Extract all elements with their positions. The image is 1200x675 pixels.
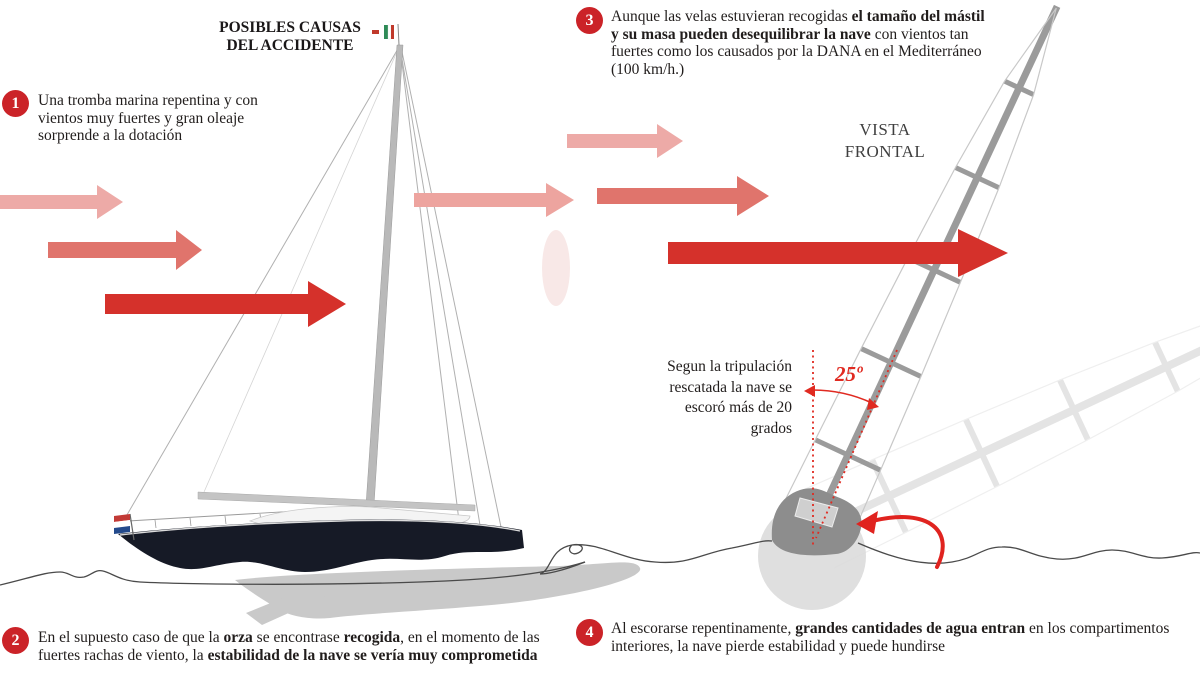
backstay-3 (400, 46, 507, 552)
wind-arrow-6 (597, 176, 769, 216)
heel-note-line-3: escoró más de 20 (684, 399, 792, 416)
heel-angle-label: 25º (835, 362, 863, 386)
title-line-1: POSIBLES CAUSAS (219, 19, 361, 36)
water-entry-arrow (856, 511, 945, 569)
vista-line-2: FRONTAL (844, 142, 926, 161)
wind-arrow-7 (668, 229, 1008, 277)
backstay-2 (399, 46, 485, 550)
waterline-right (539, 540, 1200, 575)
callout-2-bold3: estabilidad de la nave se vería muy comp… (207, 646, 538, 664)
callout-2-bold2: recogida (343, 629, 401, 646)
callout-2-text3: , en el momento de las fuertes rachas de… (38, 629, 540, 664)
bow-flag (114, 513, 135, 541)
callout-1-text: Una tromba marina repentina y con viento… (38, 92, 258, 144)
callout-4-text2: en los compartimentos interiores, la nav… (611, 620, 1170, 655)
sailboat-side-view (0, 23, 641, 625)
heel-note-line-2: rescatada la nave se (669, 378, 792, 396)
wind-arrow-2 (48, 230, 202, 270)
page-title: POSIBLES CAUSAS DEL ACCIDENTE (205, 19, 375, 55)
wind-arrow-4 (567, 124, 683, 158)
step-1-badge: 1 (2, 90, 29, 117)
callout-4-bold: grandes cantidades de agua entran (795, 620, 1026, 637)
mast (365, 44, 404, 506)
vista-frontal-label: VISTA FRONTAL (830, 119, 940, 163)
masthead-flag (372, 23, 400, 46)
callout-2: En el supuesto caso de que la orza se en… (38, 629, 540, 664)
heel-note-line-1: Segun la tripulación (667, 358, 792, 375)
step-2-badge: 2 (2, 627, 29, 654)
sheer-stripe (119, 519, 521, 536)
callout-3-text2: con vientos tan fuertes como los causado… (611, 25, 982, 78)
callout-4-text: Al escorarse repentinamente, (611, 620, 796, 637)
hull (118, 519, 524, 572)
callout-2-bold1: orza (223, 629, 253, 646)
callout-4: Al escorarse repentinamente, grandes can… (611, 620, 1193, 655)
wind-arrow-1 (0, 185, 123, 219)
frontal-deckhouse (794, 497, 839, 528)
callout-1: Una tromba marina repentina y con viento… (38, 92, 302, 145)
step-3-badge: 3 (576, 7, 603, 34)
wind-arrow-3 (105, 281, 346, 327)
ghost-mast (798, 283, 1200, 569)
callout-3-text: Aunque las velas estuvieran recogidas (611, 8, 852, 25)
heel-angle-arc (804, 385, 879, 410)
mast-dotted-line (815, 349, 898, 539)
wind-arrow-5 (414, 183, 574, 217)
callout-2-text2: se encontrase (252, 629, 344, 646)
gust-smudge (542, 230, 570, 306)
step-4-badge: 4 (576, 619, 603, 646)
boom (197, 491, 476, 512)
callout-3: Aunque las velas estuvieran recogidas el… (611, 8, 993, 78)
callout-2-text: En el supuesto caso de que la (38, 629, 224, 646)
waterline-left (0, 561, 586, 586)
keel-underwater (235, 562, 641, 619)
topping-lift (203, 46, 400, 493)
backstay-1 (399, 46, 463, 546)
heel-note: Segun la tripulación rescatada la nave s… (650, 357, 792, 439)
callout-3-bold: el tamaño del mástil y su masa pueden de… (611, 8, 985, 43)
keel-fin (246, 585, 333, 625)
wind-arrows (0, 124, 1008, 327)
heel-note-line-4: grados (750, 419, 792, 437)
title-line-2: DEL ACCIDENTE (226, 37, 354, 54)
vista-line-1: VISTA (859, 120, 911, 139)
forestay (123, 46, 400, 521)
